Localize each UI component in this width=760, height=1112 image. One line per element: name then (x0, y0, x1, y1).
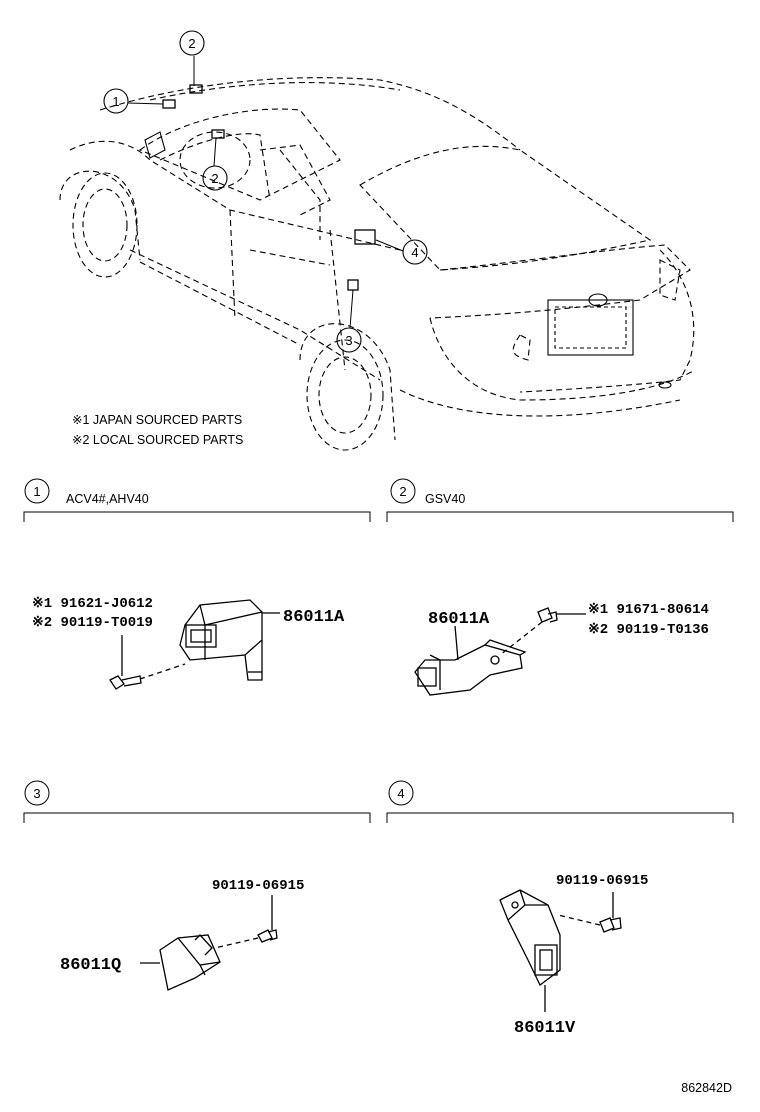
section-1-number: 1 (33, 484, 40, 499)
car-callout-label-2b: 2 (211, 171, 218, 186)
car-callout-circle-1 (103, 88, 129, 114)
s2-bolt-label-local: ※2 90119-T0136 (588, 622, 709, 638)
car-callout-label-4: 4 (411, 245, 418, 260)
section-3-number: 3 (33, 786, 40, 801)
section-1-title: ACV4#,AHV40 (66, 492, 149, 506)
s1-bolt-label-local: ※2 90119-T0019 (32, 615, 153, 631)
car-callout-circle-3 (336, 327, 362, 353)
car-callout-circle-2a (179, 30, 205, 56)
s4-bolt-label: 90119-06915 (556, 873, 648, 889)
s1-part-drawing (109, 599, 280, 690)
s2-main-part-label: 86011A (428, 610, 490, 629)
section-4-number: 4 (397, 786, 404, 801)
diagram-code: 862842D (681, 1081, 732, 1095)
s1-bolt-label-japan: ※1 91621-J0612 (32, 596, 153, 612)
section-2-number: 2 (399, 484, 406, 499)
s3-main-part-label: 86011Q (60, 956, 121, 975)
s3-part-drawing (140, 895, 278, 991)
note-local-sourced: ※2 LOCAL SOURCED PARTS (72, 433, 243, 447)
car-callout-circle-4 (402, 239, 428, 265)
s4-part-drawing (499, 889, 622, 1012)
s2-bolt-label-japan: ※1 91671-80614 (588, 602, 709, 618)
s4-main-part-label: 86011V (514, 1019, 576, 1038)
section-2-title: GSV40 (425, 492, 465, 506)
car-illustration (59, 77, 696, 451)
diagram-text: 1 2 2 3 4 ※1 JAPAN SOURCED PARTS ※2 LOCA… (32, 36, 732, 1095)
car-callout-label-2a: 2 (188, 36, 195, 51)
section-frames (23, 478, 734, 823)
car-callout-circle-2b (202, 165, 228, 191)
s1-main-part-label: 86011A (283, 608, 345, 627)
car-callouts (103, 30, 428, 353)
note-japan-sourced: ※1 JAPAN SOURCED PARTS (72, 413, 242, 427)
car-callout-leaders (127, 56, 404, 329)
car-callout-label-3: 3 (345, 333, 352, 348)
s3-bolt-label: 90119-06915 (212, 878, 304, 894)
car-callout-label-1: 1 (112, 94, 119, 109)
car-part-markers (162, 84, 376, 291)
s2-part-drawing (414, 607, 586, 696)
